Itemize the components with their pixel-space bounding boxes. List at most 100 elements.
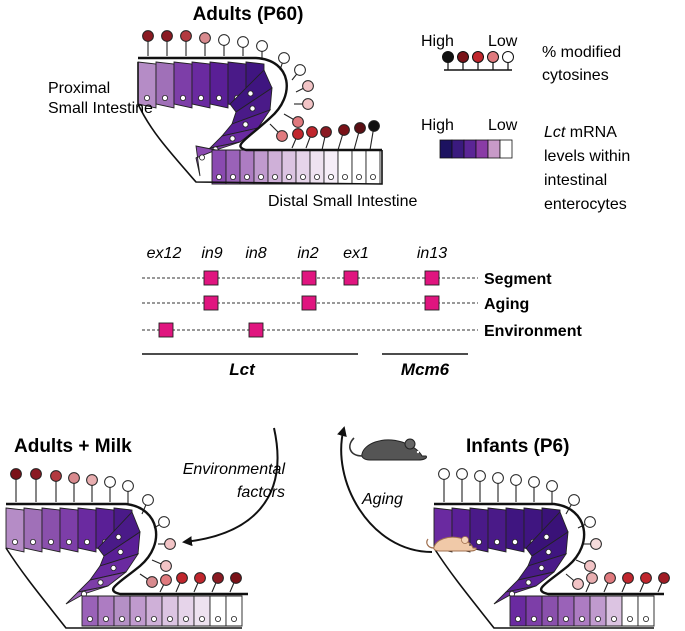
- adults-lollipop-head: [237, 36, 249, 48]
- nucleus-dot: [230, 616, 237, 623]
- infants-lollipop-head: [568, 494, 580, 506]
- adults-milk-lollipop-head: [176, 572, 188, 584]
- locus-track: ex12 in9 in8 in2 ex1 in13 Segment Aging …: [142, 245, 582, 379]
- environment-arrow: [182, 427, 279, 547]
- adults-milk-lollipop-head: [212, 572, 224, 584]
- adults-milk-lollipop-head: [160, 574, 172, 586]
- infants-lollipop-head: [546, 480, 558, 492]
- legend-methylation-low: Low: [488, 33, 518, 50]
- adults-lollipop-head: [294, 64, 306, 76]
- nucleus-dot: [84, 539, 91, 546]
- enterocyte-cell: [469, 507, 489, 553]
- legend-mrna-swatch: [451, 139, 465, 159]
- nucleus-dot: [229, 135, 236, 142]
- proximal-label-line2: Small Intestine: [48, 100, 153, 117]
- infants-lollipop-head: [584, 560, 596, 572]
- adults-milk-lollipop-head: [86, 474, 98, 486]
- adults-lollipop-head: [199, 32, 211, 44]
- nucleus-dot: [249, 105, 256, 112]
- nucleus-dot: [161, 95, 168, 102]
- nucleus-dot: [611, 616, 618, 623]
- nucleus-dot: [229, 173, 236, 180]
- legend-mrna-label-line2: levels within: [544, 148, 630, 165]
- infants-lollipop-head: [590, 538, 602, 550]
- nucleus-dot: [369, 173, 376, 180]
- infants-lollipop-head: [604, 572, 616, 584]
- enterocyte-cell: [637, 595, 655, 627]
- nucleus-dot: [531, 616, 538, 623]
- adults-milk-lollipop-head: [30, 468, 42, 480]
- nucleus-dot: [595, 616, 602, 623]
- nucleus-dot: [150, 616, 157, 623]
- enterocyte-cell: [155, 61, 175, 109]
- adults-lollipop-head: [180, 30, 192, 42]
- adults-milk-lollipop-head: [164, 538, 176, 550]
- nucleus-dot: [87, 616, 94, 623]
- infants-lollipop-head: [492, 472, 504, 484]
- aging-arrow-label: Aging: [361, 491, 403, 508]
- infants-lollipop-head: [438, 468, 450, 480]
- legend-mrna-swatch: [475, 139, 489, 159]
- infants-lollipop-head: [510, 474, 522, 486]
- environment-arrow-label: Environmental: [183, 461, 286, 478]
- track-mark-aging-in13: [424, 295, 440, 311]
- nucleus-dot: [538, 565, 545, 572]
- segment-label-in2: in2: [297, 245, 318, 262]
- nucleus-dot: [355, 173, 362, 180]
- infants-title: Infants (P6): [466, 436, 569, 457]
- nucleus-dot: [66, 539, 73, 546]
- methylation-legend: High Low % modified cytosines: [421, 33, 621, 84]
- track-mark-segment-in9: [203, 270, 219, 286]
- enterocyte-cell: [41, 507, 61, 553]
- nucleus-dot: [341, 173, 348, 180]
- adults-milk-lollipop-head: [68, 472, 80, 484]
- nucleus-dot: [475, 539, 482, 546]
- legend-mrna-label-rest: mRNA: [565, 124, 617, 141]
- nucleus-dot: [119, 616, 126, 623]
- track-mark-aging-in2: [301, 295, 317, 311]
- nucleus-dot: [543, 534, 550, 541]
- adults-milk-title: Adults + Milk: [14, 436, 132, 457]
- adults-lollipop-head: [338, 124, 350, 136]
- adults-lollipop-head: [142, 30, 154, 42]
- nucleus-dot: [257, 173, 264, 180]
- track-row-segment-label: Segment: [484, 271, 552, 288]
- infants-lollipop-head: [528, 476, 540, 488]
- adults-lollipop-head: [302, 98, 314, 110]
- adults-milk-lollipop-head: [230, 572, 242, 584]
- enterocyte-cell: [487, 507, 507, 553]
- enterocyte-cell: [191, 61, 211, 109]
- nucleus-dot: [547, 616, 554, 623]
- adults-milk-lollipop-head: [142, 494, 154, 506]
- adults-lollipop-head: [320, 126, 332, 138]
- nucleus-dot: [285, 173, 292, 180]
- nucleus-dot: [214, 616, 221, 623]
- nucleus-dot: [493, 539, 500, 546]
- legend-mrna-swatch: [439, 139, 453, 159]
- nucleus-dot: [271, 173, 278, 180]
- nucleus-dot: [243, 173, 250, 180]
- basal-line: [137, 62, 383, 185]
- legend-mrna-high: High: [421, 117, 454, 134]
- adults-milk-lollipop-head: [10, 468, 22, 480]
- legend-methylation-label: % modified: [542, 44, 621, 61]
- legend-methylation-swatch: [502, 51, 514, 63]
- legend-mrna-label: Lct mRNA: [544, 124, 617, 141]
- infants-lollipop-head: [474, 470, 486, 482]
- segment-label-ex12: ex12: [147, 245, 182, 262]
- legend-mrna-swatch: [487, 139, 501, 159]
- legend-methylation-high: High: [421, 33, 454, 50]
- adults-milk-lollipop-head: [146, 576, 158, 588]
- segment-label-in9: in9: [201, 245, 222, 262]
- adults-milk-lollipop-head: [160, 560, 172, 572]
- infant-mouse-icon: [426, 536, 477, 552]
- basal-line: [5, 547, 242, 629]
- nucleus-dot: [110, 565, 117, 572]
- nucleus-dot: [115, 534, 122, 541]
- adults-lollipop-head: [161, 30, 173, 42]
- enterocyte-cell: [505, 507, 525, 553]
- gene-lct-label: Lct: [229, 360, 256, 379]
- infants-intestine-illustration: [433, 502, 664, 629]
- aging-arrow: [337, 426, 433, 553]
